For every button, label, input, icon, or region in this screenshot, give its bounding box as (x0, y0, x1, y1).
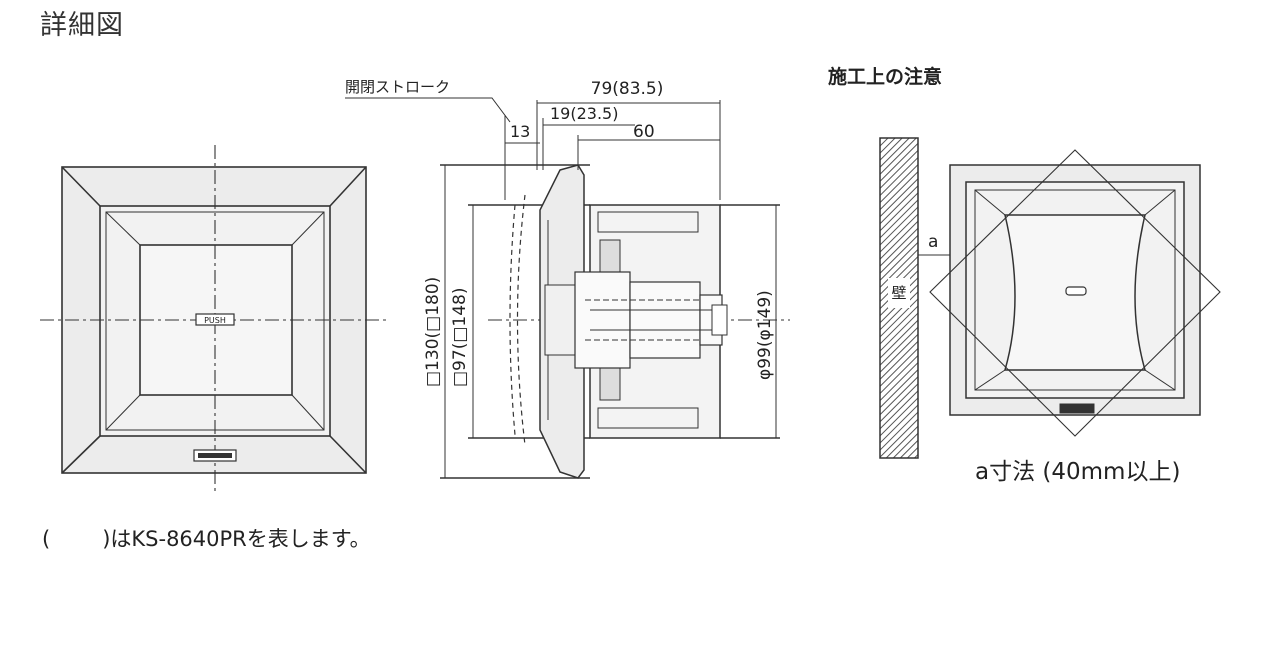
push-button (195, 313, 235, 326)
open-position-dashed (509, 204, 516, 436)
installation-note-title: 施工上の注意 (828, 66, 943, 88)
dim-diameter: φ99(φ149) (755, 290, 775, 380)
dim-19: 19(23.5) (550, 104, 618, 123)
push-label: PUSH (204, 316, 226, 325)
side-view (345, 97, 790, 479)
install-view (879, 137, 1221, 459)
install-push-button (1065, 286, 1087, 296)
rotation-diamond (929, 149, 1221, 437)
dim-60: 60 (633, 122, 655, 142)
wall-label: 壁 (891, 284, 906, 302)
page-title: 詳細図 (40, 10, 124, 41)
footnote-text: )はKS-8640PRを表します。 (102, 527, 371, 551)
install-bottom-badge (1059, 403, 1095, 414)
footnote: ( )はKS-8640PRを表します。 (42, 523, 371, 553)
stroke-label: 開閉ストローク (345, 78, 450, 96)
a-dimension-note: a寸法 (40mm以上) (975, 459, 1181, 485)
dim-outer-square: □130(□180) (423, 277, 443, 387)
a-gap-label: a (928, 232, 938, 252)
footnote-open-paren: ( (42, 527, 51, 551)
dim-inner-square: □97(□148) (450, 288, 470, 387)
dim-stroke-13: 13 (510, 122, 530, 141)
dim-total-depth: 79(83.5) (591, 79, 664, 99)
front-view (40, 145, 390, 495)
